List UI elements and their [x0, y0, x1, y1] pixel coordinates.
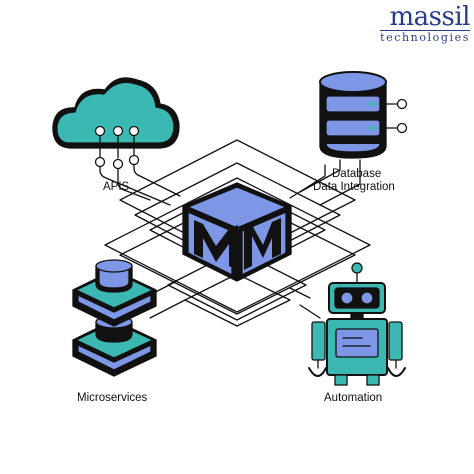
automation-label: Automation — [324, 392, 383, 404]
microservices-label: Microservices — [77, 392, 148, 404]
database-icon — [319, 71, 408, 159]
brand-subtitle: technologies — [380, 30, 470, 44]
robot-icon — [308, 262, 406, 386]
brand-logo: massil technologies — [380, 4, 470, 44]
data-integration-label: Data Integration — [313, 181, 395, 193]
database-label: Database — [332, 168, 382, 180]
microservices-icon — [72, 259, 157, 377]
center-m-cube-icon — [182, 182, 292, 282]
brand-name: massil — [389, 2, 471, 32]
apis-label: APIS — [103, 181, 130, 193]
cloud-icon — [52, 77, 180, 170]
